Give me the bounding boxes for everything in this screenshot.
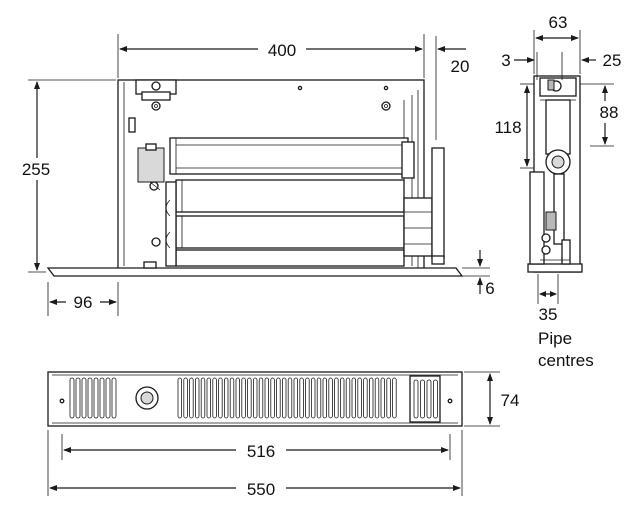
pipe-centres-note-line1: Pipe	[538, 329, 572, 348]
side-section-view	[527, 75, 583, 273]
grille-slot	[241, 377, 246, 419]
dimension-label-6: 6	[485, 279, 494, 298]
grille-slot	[194, 377, 200, 419]
dimension-118: 118	[490, 83, 534, 169]
heat-exchanger-upper	[175, 179, 405, 213]
dimension-74: 74	[464, 371, 520, 427]
dimension-label-88: 88	[600, 103, 619, 122]
grille-slot	[334, 377, 339, 419]
grille-slot	[105, 377, 111, 419]
dimension-label-3: 3	[501, 51, 510, 70]
front-grille-view	[47, 371, 463, 427]
grille-slot	[183, 377, 188, 419]
dimension-label-550: 550	[247, 480, 275, 499]
grille-slot	[433, 379, 438, 419]
grille-slot	[293, 377, 298, 419]
grille-slot	[99, 377, 105, 419]
dimension-25: 25	[561, 51, 622, 80]
grille-slots-center	[177, 377, 397, 419]
grille-slot	[322, 377, 327, 419]
grille-slot	[276, 377, 281, 419]
dimension-label-400: 400	[268, 41, 296, 60]
grille-slot	[287, 377, 293, 419]
grille-slots-right	[413, 379, 438, 419]
grille-slot	[212, 377, 217, 419]
grille-slot	[328, 377, 333, 419]
grille-slot	[420, 379, 425, 419]
dimension-label-25: 25	[603, 51, 622, 70]
dimension-96: 96	[47, 282, 119, 316]
grille-slot	[87, 377, 93, 419]
dimension-400: 400	[117, 34, 425, 78]
dimension-255: 255	[14, 79, 116, 273]
dimension-3: 3	[501, 51, 538, 80]
grille-slot	[229, 377, 235, 419]
dimension-6: 6	[462, 250, 495, 298]
grille-slot	[69, 377, 75, 419]
pipe-column	[431, 147, 445, 259]
grille-slot	[426, 379, 432, 419]
grille-slot	[413, 379, 419, 419]
dimension-label-20: 20	[451, 57, 470, 76]
grille-slots-left	[69, 377, 117, 419]
grille-slot	[177, 377, 182, 419]
grille-slot	[310, 377, 316, 419]
dimension-20: 20	[435, 36, 470, 140]
dimension-88: 88	[580, 83, 628, 147]
grille-slot	[235, 377, 240, 419]
grille-slot	[200, 377, 206, 419]
grille-slot	[218, 377, 223, 419]
grille-slot	[299, 377, 304, 419]
grille-slot	[380, 377, 385, 419]
fan-drum	[169, 137, 409, 175]
dimension-label-35: 35	[539, 305, 558, 324]
grille-slot	[363, 377, 368, 419]
grille-slot	[374, 377, 380, 419]
dimension-35: 35	[537, 274, 559, 324]
grille-slot	[281, 377, 287, 419]
grille-slot	[189, 377, 194, 419]
dimension-label-516: 516	[247, 442, 275, 461]
grille-slot	[247, 377, 252, 419]
grille-slot	[345, 377, 351, 419]
grille-slot	[392, 377, 397, 419]
dimension-label-74: 74	[501, 391, 520, 410]
dimension-label-96: 96	[74, 293, 93, 312]
cutaway-elevation-view	[46, 79, 464, 277]
dimension-label-118: 118	[494, 118, 521, 137]
grille-slot	[223, 377, 229, 419]
grille-slot	[264, 377, 269, 419]
grille-slot	[81, 377, 87, 419]
grille-slot	[252, 377, 258, 419]
grille-slot	[386, 377, 391, 419]
grille-slot	[75, 377, 81, 419]
pipe-centres-note-line2: centres	[538, 351, 594, 370]
base-plate	[46, 267, 464, 277]
grille-slot	[305, 377, 310, 419]
grille-slot	[270, 377, 275, 419]
grille-slot	[368, 377, 374, 419]
grille-slot	[93, 377, 99, 419]
dimension-label-63: 63	[549, 13, 568, 32]
dimension-550: 550	[47, 430, 463, 499]
grille-slot	[316, 377, 322, 419]
grille-slot	[206, 377, 211, 419]
fan-motor	[137, 147, 165, 183]
heat-exchanger-lower	[175, 215, 405, 249]
dimension-516: 516	[61, 434, 451, 461]
grille-slot	[351, 377, 356, 419]
grille-slot	[258, 377, 264, 419]
dimension-label-255: 255	[22, 160, 50, 179]
grille-slot	[357, 377, 362, 419]
grille-slot	[111, 377, 117, 419]
grille-slot	[339, 377, 345, 419]
dimension-63: 63	[533, 13, 581, 74]
